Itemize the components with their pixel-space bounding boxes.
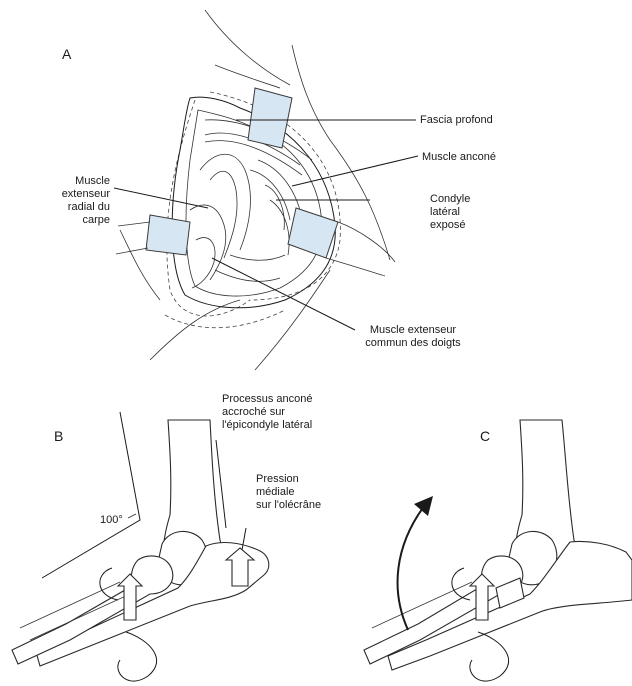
label-pression-mediale: Pression médiale sur l'olécrâne	[256, 473, 321, 512]
label-angle-100: 100°	[100, 514, 123, 527]
label-condyle-lateral: Condyle latéral exposé	[430, 193, 470, 232]
panel-c-illustration	[364, 420, 632, 681]
label-muscle-ancone: Muscle anconé	[422, 151, 496, 164]
panel-label-b: B	[54, 428, 63, 444]
label-muscle-extenseur-radial: Muscle extenseur radial du carpe	[36, 175, 110, 227]
label-muscle-extenseur-commun: Muscle extenseur commun des doigts	[350, 324, 476, 350]
panel-b-illustration	[12, 412, 269, 681]
label-processus-ancone: Processus anconé accroché sur l'épicondy…	[222, 393, 313, 432]
panel-label-a: A	[62, 46, 71, 62]
panel-label-c: C	[480, 428, 490, 444]
label-fascia-profond: Fascia profond	[420, 114, 493, 127]
panel-a-illustration	[114, 10, 418, 370]
